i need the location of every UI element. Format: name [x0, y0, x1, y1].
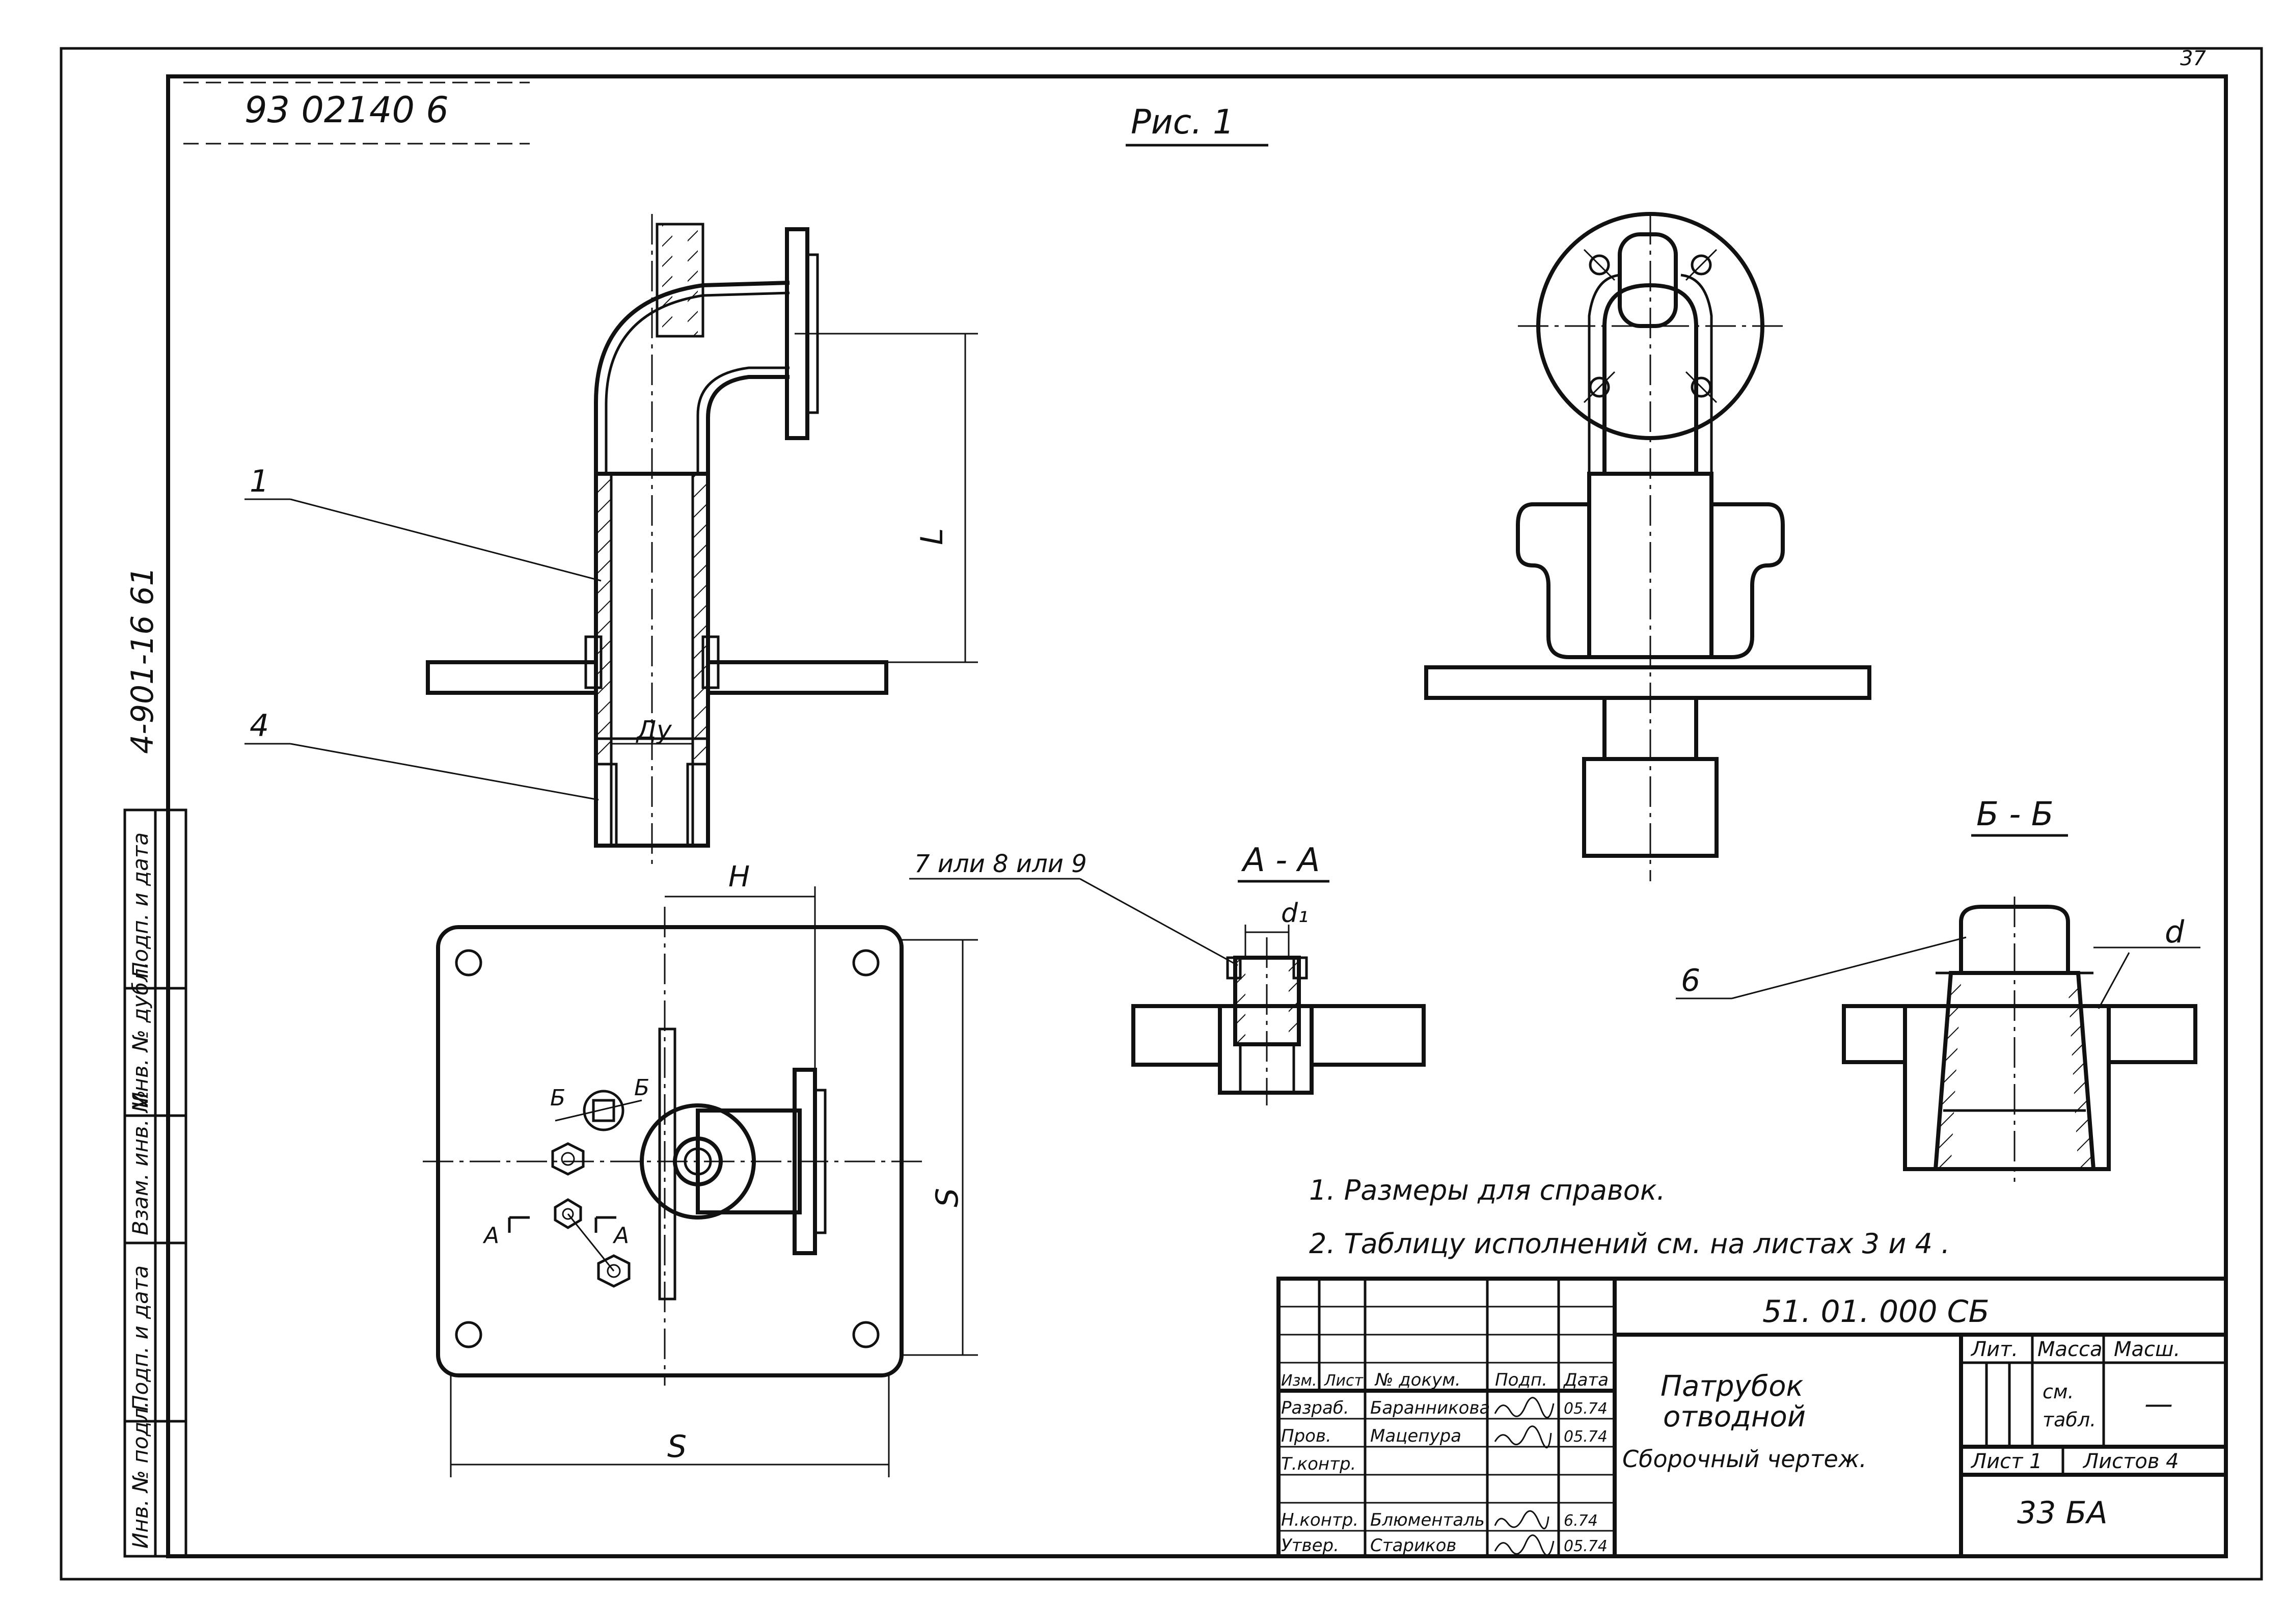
figure-title-text: Рис. 1 — [1131, 102, 1234, 142]
strip-label-5: Инв. № подл. — [128, 1401, 153, 1549]
tb-header-izm: Изм. — [1281, 1372, 1317, 1390]
tb-name-line3: Сборочный чертеж. — [1622, 1445, 1867, 1473]
dim-S-horizontal: S — [667, 1429, 687, 1465]
dim-H: H — [728, 860, 750, 894]
signature-5 — [1494, 1534, 1555, 1556]
callout-4: 4 — [250, 708, 269, 744]
callout-6: 6 — [1681, 963, 1700, 998]
notes: 1. Размеры для справок. 2. Таблицу испол… — [1309, 1174, 1950, 1260]
dim-d1: d₁ — [1281, 898, 1309, 929]
tb-name-line2: отводной — [1663, 1400, 1806, 1433]
tb-name-line1: Патрубок — [1661, 1370, 1804, 1403]
tb-role-5: Утвер. — [1281, 1535, 1339, 1556]
tb-header-date: Дата — [1563, 1370, 1609, 1390]
side-code: 4-901-16 61 — [125, 566, 160, 754]
section-b-b-title: Б - Б — [1976, 796, 2054, 833]
section-a-a-title: А - А — [1241, 842, 1320, 879]
tb-role-4: Н.контр. — [1281, 1510, 1358, 1530]
tb-header-list: Лист — [1324, 1372, 1364, 1390]
strip-label-4: Подп. и дата — [128, 1265, 153, 1411]
tb-date-2: 05.74 — [1564, 1428, 1608, 1446]
dim-d: d — [2165, 914, 2185, 950]
tb-name-2: Мацепура — [1370, 1426, 1461, 1446]
left-id-strip: Подп. и дата Инв. № дубл. Взам. инв. № П… — [123, 808, 187, 1558]
inner-frame — [166, 74, 2228, 1558]
note-1: 1. Размеры для справок. — [1309, 1174, 1666, 1206]
tb-header-doc: № докум. — [1374, 1370, 1461, 1390]
side-view — [1424, 212, 1871, 881]
section-mark-B-left: Б — [550, 1085, 565, 1111]
tb-org-code: 33 БА — [2017, 1495, 2108, 1531]
tb-doc-code: 51. 01. 000 СБ — [1762, 1294, 1990, 1330]
dim-S-vertical: S — [930, 1188, 965, 1207]
tb-date-5: 05.74 — [1564, 1537, 1608, 1555]
dim-Dy: Ду — [636, 715, 672, 745]
sheet-number: 37 — [2180, 47, 2206, 70]
tb-name-5: Стариков — [1370, 1535, 1456, 1556]
signature-1 — [1494, 1397, 1555, 1419]
figure-title: Рис. 1 — [1126, 102, 1268, 147]
tb-scale-label: Масш. — [2114, 1338, 2180, 1361]
outer-border — [60, 47, 2263, 1581]
tb-sheets-label: Листов 4 — [2082, 1450, 2179, 1473]
tb-date-4: 6.74 — [1564, 1512, 1598, 1530]
tb-date-1: 05.74 — [1564, 1400, 1608, 1418]
tb-name-1: Баранникова — [1370, 1398, 1490, 1418]
tb-name-4: Блюменталь — [1370, 1510, 1485, 1530]
archive-stamp-text: 93 02140 6 — [244, 89, 449, 131]
tb-role-2: Пров. — [1281, 1426, 1331, 1446]
strip-label-3: Взам. инв. № — [128, 1090, 153, 1235]
tb-mass-value-2: табл. — [2043, 1409, 2096, 1431]
archive-stamp: 93 02140 6 — [183, 82, 530, 145]
callout-1: 1 — [250, 464, 269, 499]
dim-L: L — [914, 528, 950, 545]
title-block: Изм. Лист № докум. Подп. Дата Разраб. Ба… — [1276, 1277, 2228, 1558]
section-mark-A-right: А — [612, 1223, 629, 1249]
tb-header-sign: Подп. — [1495, 1370, 1547, 1390]
tb-lit-label: Лит. — [1970, 1338, 2018, 1361]
tb-mass-label: Масса — [2037, 1338, 2103, 1361]
tb-mass-value-1: см. — [2043, 1381, 2074, 1403]
section-a-a: А - А d₁ 7 или 8 или 9 — [909, 842, 1426, 1105]
signature-4 — [1494, 1510, 1549, 1529]
tb-role-3: Т.контр. — [1281, 1454, 1356, 1474]
strip-label-2: Инв. № дубл. — [128, 962, 153, 1108]
front-section-view: L Ду 1 4 — [244, 214, 978, 866]
strip-label-1: Подп. и дата — [128, 832, 153, 978]
section-mark-B-right: Б — [634, 1075, 649, 1101]
tb-role-1: Разраб. — [1281, 1398, 1349, 1418]
tb-scale-value: — — [2144, 1388, 2173, 1421]
tb-sheet-label: Лист 1 — [1970, 1450, 2043, 1473]
callout-7-8-9: 7 или 8 или 9 — [914, 850, 1087, 878]
signature-2 — [1494, 1425, 1552, 1449]
plan-view: Б Б А А H S S — [423, 860, 978, 1477]
note-2: 2. Таблицу исполнений см. на листах 3 и … — [1309, 1228, 1950, 1260]
section-mark-A-left: А — [482, 1223, 499, 1249]
section-b-b: Б - Б 6 d — [1676, 796, 2200, 1182]
